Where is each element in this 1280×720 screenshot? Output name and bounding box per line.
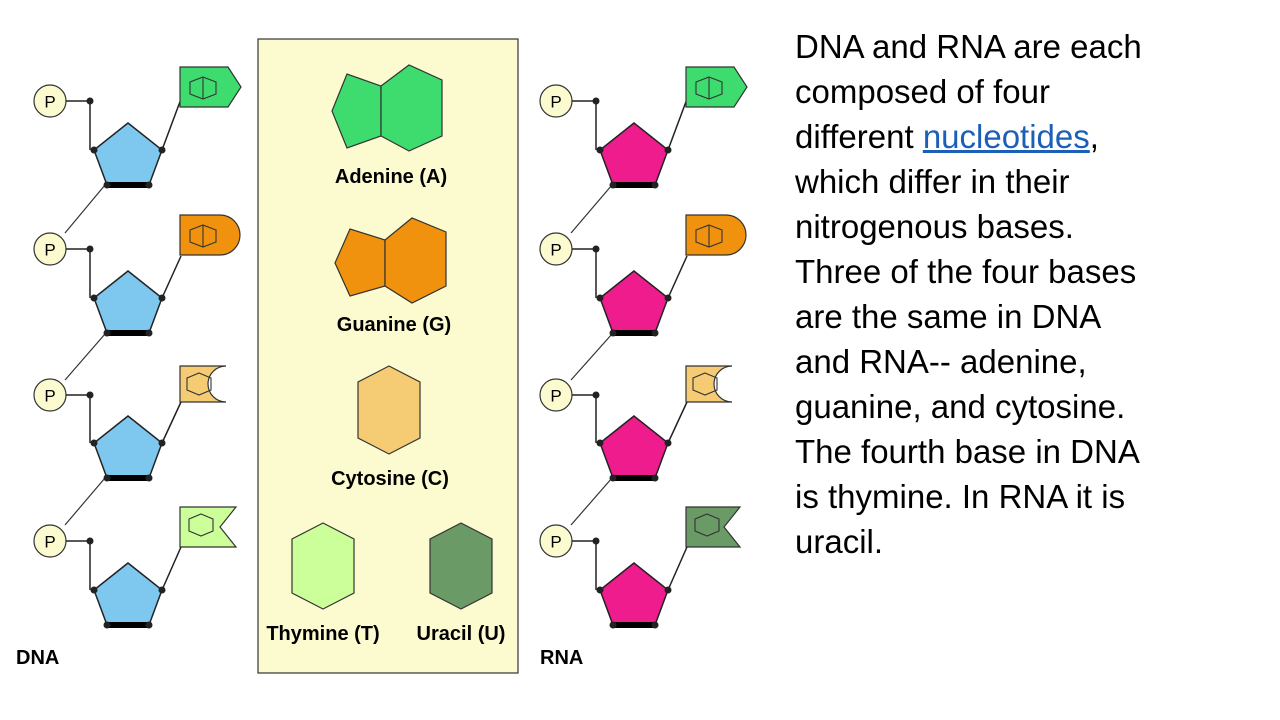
ribose-icon [599, 122, 669, 186]
uracil-icon [429, 522, 493, 610]
guanine-label: Guanine (G) [337, 314, 451, 336]
uracil-label: Uracil (U) [417, 623, 506, 645]
adenine-label: Adenine (A) [335, 166, 447, 188]
adenine-base-icon [179, 66, 242, 108]
guanine-base-icon [179, 214, 241, 256]
thymine-icon [291, 522, 355, 610]
dna-strand: P P [16, 66, 242, 669]
deoxyribose-icon [93, 562, 163, 626]
ribose-icon [599, 270, 669, 334]
description-line: which differ in their [795, 163, 1070, 200]
cytosine-base-icon [179, 365, 227, 403]
description-line: are the same in DNA [795, 298, 1102, 335]
description-line: and RNA-- adenine, [795, 343, 1087, 380]
phosphate-label: P [44, 93, 55, 112]
phosphate-label: P [550, 241, 561, 260]
dna-nucleotide: P [33, 66, 242, 189]
nucleotides-link[interactable]: nucleotides [922, 118, 1090, 155]
rna-label: RNA [540, 647, 583, 669]
dna-nucleotide: P [33, 365, 227, 482]
ribose-icon [599, 562, 669, 626]
rna-nucleotide: P [539, 365, 733, 482]
guanine-icon [334, 217, 447, 304]
description-line: DNA and RNA are each [795, 28, 1142, 65]
phosphate-label: P [550, 93, 561, 112]
phosphate-label: P [550, 387, 561, 406]
description-line: The fourth base in DNA [795, 433, 1140, 470]
phosphate-label: P [550, 533, 561, 552]
description-line: guanine, and cytosine. [795, 388, 1126, 425]
deoxyribose-icon [93, 270, 163, 334]
adenine-icon [331, 64, 443, 152]
thymine-base-icon [179, 506, 238, 548]
description-line: Three of the four bases [795, 253, 1137, 290]
cytosine-base-icon [685, 365, 733, 403]
phosphate-label: P [44, 241, 55, 260]
dna-nucleotide: P [33, 506, 238, 629]
cytosine-label: Cytosine (C) [331, 468, 449, 490]
description-line: is thymine. In RNA it is [795, 478, 1126, 515]
dna-nucleotide: P [33, 214, 241, 337]
dna-label: DNA [16, 647, 59, 669]
description-line: composed of four [795, 73, 1050, 110]
rna-nucleotide: P [539, 66, 748, 189]
ribose-icon [599, 415, 669, 479]
deoxyribose-icon [93, 415, 163, 479]
description-text: DNA and RNA are each composed of four di… [795, 24, 1245, 564]
rna-strand: P P [539, 66, 748, 669]
phosphate-label: P [44, 387, 55, 406]
phosphate-label: P [44, 533, 55, 552]
description-fragment: different [795, 118, 923, 155]
description-line: nitrogenous bases. [795, 208, 1074, 245]
description-fragment: , [1089, 118, 1099, 155]
cytosine-icon [357, 365, 421, 455]
rna-nucleotide: P [539, 506, 742, 629]
uracil-base-icon [685, 506, 742, 548]
rna-nucleotide: P [539, 214, 747, 337]
guanine-base-icon [685, 214, 747, 256]
thymine-label: Thymine (T) [266, 623, 379, 645]
description-line: uracil. [795, 523, 884, 560]
deoxyribose-icon [93, 122, 163, 186]
adenine-base-icon [685, 66, 748, 108]
description-line: different nucleotides, [795, 114, 1245, 159]
